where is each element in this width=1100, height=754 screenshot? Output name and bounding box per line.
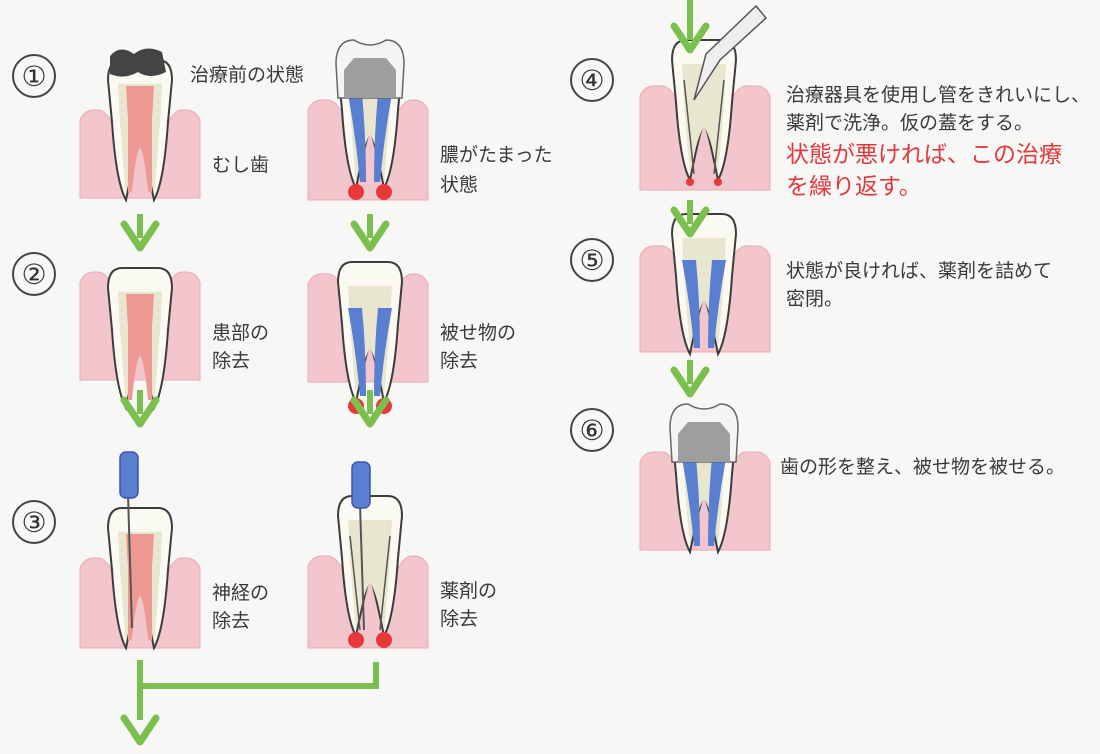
step-2-number: ②	[12, 252, 56, 296]
arrow-1b-2b	[350, 214, 390, 252]
existing-crown	[335, 39, 405, 99]
label-before-treatment: 治療前の状態	[190, 64, 305, 86]
arrow-2a-3a	[120, 390, 160, 428]
label-drug-2: 除去	[440, 608, 479, 630]
label-drug-1: 薬剤の	[440, 580, 498, 602]
pus-dot	[376, 632, 392, 648]
step-6-number: ⑥	[570, 408, 614, 452]
drug-file	[351, 461, 371, 631]
label-nerve-1: 神経の	[212, 582, 270, 604]
label-step5-1: 状態が良ければ、薬剤を詰めて	[786, 260, 1053, 282]
label-step4-warning-1: 状態が悪ければ、この治療	[786, 142, 1062, 168]
label-nerve-2: 除去	[212, 610, 251, 632]
label-pus-1: 膿がたまった	[440, 144, 553, 166]
label-remove-1: 患部の	[212, 322, 270, 344]
join-connector	[120, 660, 379, 746]
label-step4-warning-2: を繰り返す。	[786, 174, 922, 200]
tooth-5	[670, 213, 738, 357]
label-crown-remove-2: 除去	[440, 350, 479, 372]
label-step4-1: 治療器具を使用し管をきれいにし、	[786, 84, 1091, 106]
step-1-number: ①	[12, 54, 56, 98]
label-step6: 歯の形を整え、被せ物を被せる。	[780, 456, 1066, 478]
step-4-number: ④	[570, 58, 614, 102]
pus-dot	[376, 184, 392, 200]
tooth-3b	[336, 495, 404, 648]
arrow-5-6	[670, 360, 710, 398]
label-caries: むし歯	[212, 154, 270, 176]
caries-spot	[110, 48, 166, 77]
step-3-number: ③	[12, 500, 56, 544]
arrow-4-5	[670, 200, 710, 238]
label-step4-2: 薬剤で洗浄。仮の蓋をする。	[786, 112, 1034, 134]
pus-dot	[348, 632, 364, 648]
irrigation-syringe	[693, 4, 768, 101]
tooth-2a	[106, 267, 174, 411]
step-5-number: ⑤	[570, 238, 614, 282]
label-pus-2: 状態	[440, 174, 479, 196]
label-remove-2: 除去	[212, 350, 251, 372]
label-step5-2: 密閉。	[786, 288, 844, 310]
pus-dot	[686, 178, 694, 186]
label-crown-remove-1: 被せ物の	[440, 322, 517, 344]
new-crown	[669, 403, 739, 463]
pus-dot	[714, 178, 722, 186]
tooth-4	[670, 39, 738, 186]
tooth-1a	[106, 59, 174, 203]
nerve-file	[119, 451, 139, 629]
arrow-1a-2a	[120, 214, 160, 252]
arrow-2b-3b	[350, 390, 390, 428]
arrow-into-4	[670, 0, 710, 54]
pus-dot	[348, 184, 364, 200]
